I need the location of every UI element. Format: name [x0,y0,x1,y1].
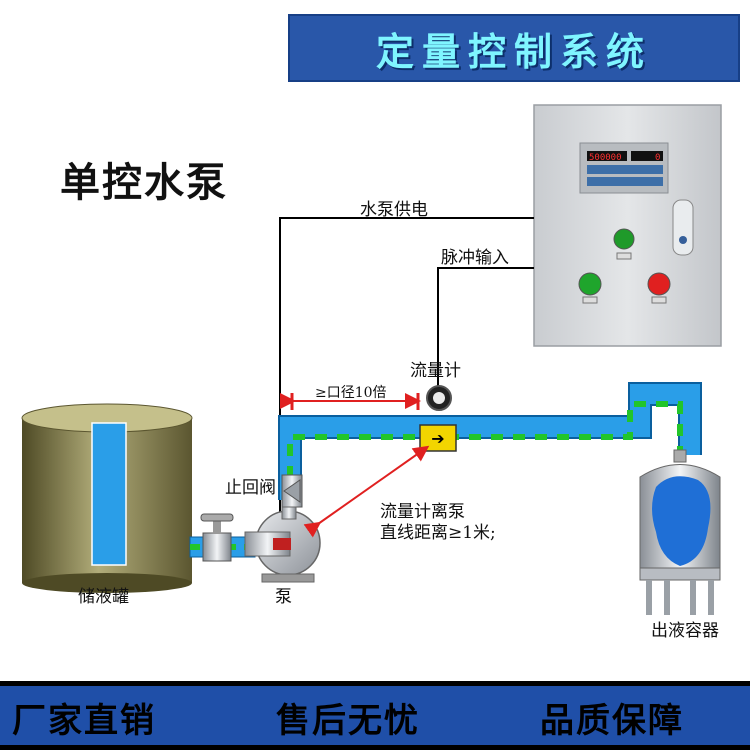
distance-label: ≥口径10倍 [315,385,387,401]
storage-tank-label: 储液罐 [78,587,129,607]
pulse-wire [437,267,534,392]
flow-direction-arrow-icon: ➔ [431,429,444,448]
display-left-value: 500000 [589,153,622,163]
pump-label: 泵 [275,587,292,607]
indicator-light-green [613,228,635,250]
pump-flowmeter-arrow [303,445,430,538]
note-line-2: 直线距离≥1米; [380,523,496,543]
flowmeter-label: 流量计 [410,361,461,381]
control-cabinet: 500000 0 [533,104,722,347]
note-line-1: 流量计离泵 [380,502,465,522]
controller-display: 500000 0 [587,151,663,186]
page-title: 定量控制系统 [375,29,652,74]
outlet-container-label: 出液容器 [651,621,719,641]
pump [244,506,321,583]
footer-item-after-sales: 售后无忧 [276,701,420,741]
check-valve [281,474,303,508]
stop-button [647,272,671,296]
start-button [578,272,602,296]
level-gauge [91,422,127,566]
power-supply-label: 水泵供电 [360,200,428,220]
diagram-subtitle: 单控水泵 [60,160,228,206]
pulse-input-label: 脉冲输入 [441,248,509,268]
footer-item-direct-sales: 厂家直销 [12,701,156,741]
discharge-pipe [278,382,702,500]
check-valve-label: 止回阀 [225,478,276,498]
footer-bar: 厂家直销 售后无忧 品质保障 [0,681,750,750]
display-right-value: 0 [655,153,660,163]
flowmeter: ➔ [419,385,457,452]
outlet-container [639,449,721,615]
hand-valve [200,513,234,562]
footer-item-quality: 品质保障 [540,701,684,741]
storage-tank [21,403,193,593]
lock-icon [679,236,687,244]
title-banner: 定量控制系统 [288,14,740,82]
